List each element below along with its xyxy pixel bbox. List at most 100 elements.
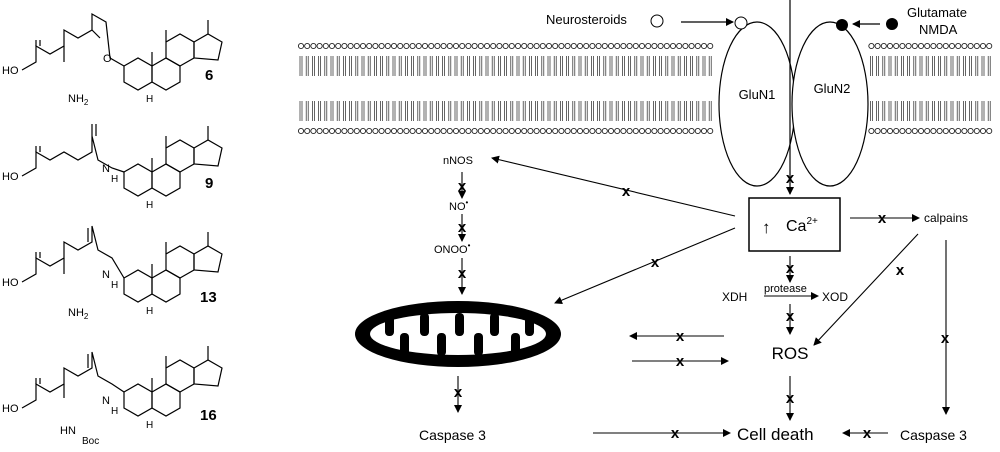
caspase-left-label: Caspase 3 [419, 427, 486, 443]
compound-6-structure [21, 12, 223, 91]
lipid-head [558, 127, 565, 135]
lipid-head [335, 127, 342, 135]
protease-label: protease [764, 283, 807, 295]
lipid-head [564, 42, 571, 50]
lipid-head [651, 42, 658, 50]
lipid-head [304, 42, 311, 50]
lipid-head [948, 42, 956, 50]
neurosteroid-bound-icon [734, 16, 748, 30]
block-mark: x [458, 219, 467, 236]
lipid-head [601, 42, 608, 50]
lipid-head [905, 42, 912, 50]
block-mark: x [863, 425, 872, 442]
compound-13-acid-label: HO [2, 277, 19, 289]
lipid-head [527, 42, 534, 50]
lipid-head [868, 127, 875, 135]
lipid-head [924, 127, 931, 135]
lipid-head [496, 127, 503, 135]
lipid-head [521, 127, 528, 135]
crista [525, 313, 534, 336]
lipid-head [979, 127, 987, 135]
lipid-head [607, 127, 615, 135]
lipid-head [434, 127, 441, 135]
block-mark: x [878, 210, 887, 227]
onoo-label: ONOO• [434, 241, 471, 256]
lipid-head [632, 42, 639, 50]
lipid-head [917, 42, 925, 50]
lipid-head [930, 127, 937, 135]
lipid-head [936, 127, 943, 135]
ca-to-nnos-arrow [491, 155, 736, 217]
lipid-head [297, 127, 305, 135]
lipid-head [986, 42, 993, 50]
lipid-head [911, 42, 918, 50]
lipid-head [328, 127, 336, 135]
block-mark: x [676, 353, 685, 370]
lipid-head [576, 42, 584, 50]
lipid-head [688, 127, 695, 135]
lipid-head [570, 42, 577, 50]
lipid-head [353, 42, 360, 50]
lipid-head [341, 127, 348, 135]
lipid-head [397, 42, 404, 50]
lipid-head [496, 42, 503, 50]
lipid-head [310, 42, 317, 50]
calpains-to-ros-arrow [813, 233, 919, 346]
lipid-head [880, 42, 887, 50]
compound-13-number: 13 [200, 289, 217, 306]
compound-13-h-label: H [146, 306, 153, 317]
lipid-head [316, 42, 323, 50]
crista [455, 313, 464, 336]
crista [511, 333, 520, 356]
lipid-head [707, 42, 714, 50]
compound-16-amine-label: HN [60, 425, 76, 437]
lipid-head [967, 42, 974, 50]
lipid-head [490, 127, 497, 135]
lipid-head [905, 127, 912, 135]
lipid-head [986, 127, 993, 135]
lipid-head [936, 42, 943, 50]
lipid-head [694, 42, 701, 50]
neurosteroid-ligand-icon [650, 14, 664, 28]
compound-structures [21, 12, 223, 417]
lipid-head [403, 127, 410, 135]
lipid-head [955, 127, 962, 135]
lipid-head [465, 127, 472, 135]
block-mark: x [454, 384, 463, 401]
lipid-head [868, 42, 875, 50]
lipid-head [514, 42, 522, 50]
compound-16-nh-h-label: H [111, 406, 118, 417]
lipid-head [328, 42, 336, 50]
lipid-head [440, 127, 447, 135]
lipid-head [322, 42, 329, 50]
lipid-head [930, 42, 937, 50]
compound-16-structure [21, 346, 223, 417]
lipid-head [558, 42, 565, 50]
lipid-head [415, 42, 422, 50]
lipid-head [539, 42, 546, 50]
compound-6-linker-label: O [103, 53, 112, 65]
lipid-head [483, 42, 491, 50]
lipid-head [961, 42, 968, 50]
ca-to-mitochondrion-arrow [554, 227, 736, 304]
lipid-head [421, 127, 429, 135]
lipid-head [620, 42, 627, 50]
pathway-arrows [454, 155, 950, 437]
lipid-head [440, 42, 447, 50]
compound-9-structure [21, 124, 223, 197]
receptor-inputs: Neurosteroids Glutamate NMDA [546, 5, 967, 37]
glun1-label: GluN1 [739, 87, 776, 102]
lipid-head [533, 42, 540, 50]
glun1-subunit [718, 21, 796, 187]
lipid-head [552, 127, 559, 135]
lipid-head [626, 42, 633, 50]
lipid-head [347, 127, 354, 135]
block-mark: x [786, 170, 795, 187]
lipid-head [545, 127, 553, 135]
compound-16-acid-label: HO [2, 403, 19, 415]
compound-9-nh-h-label: H [111, 174, 118, 185]
lipid-head [707, 127, 714, 135]
lipid-head [626, 127, 633, 135]
lipid-head [297, 42, 305, 50]
lipid-head [967, 127, 974, 135]
